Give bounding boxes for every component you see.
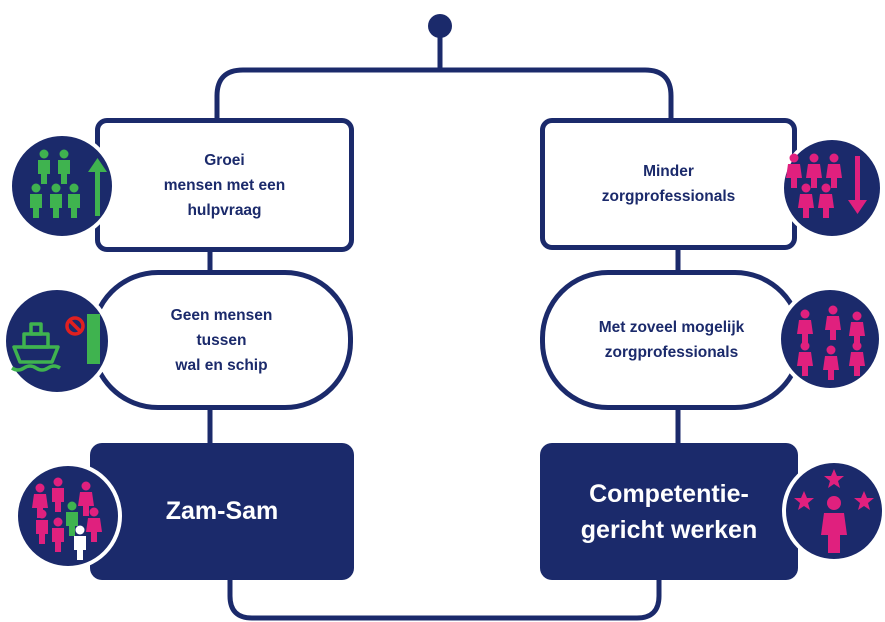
right-box-competence-label: Competentie- gericht werken [580,479,758,544]
right-box-max-professionals: Met zoveel mogelijk zorgprofessionals [540,270,803,410]
right-box-fewer-professionals-label: Minder zorgprofessionals [601,163,736,205]
people-growth-icon [8,132,116,240]
left-box-zam-sam: Zam-Sam [90,443,354,580]
left-box-no-gap: Geen mensen tussen wal en schip [90,270,353,410]
right-box-fewer-professionals: Minder zorgprofessionals [540,118,797,250]
left-box-no-gap-label: Geen mensen tussen wal en schip [170,306,273,374]
right-box-competence: Competentie- gericht werken [540,443,798,580]
people-decline-icon [780,136,884,240]
left-box-zam-sam-label: Zam-Sam [165,497,279,525]
left-box-growth-label: Groei mensen met een hulpvraag [163,151,286,219]
star-person-icon [782,459,885,563]
professionals-group-icon [777,286,883,392]
people-group-icon [14,462,122,570]
ship-no-gap-icon [2,286,112,396]
left-box-growth: Groei mensen met een hulpvraag [95,118,354,252]
right-box-max-professionals-label: Met zoveel mogelijk zorgprofessionals [598,319,745,361]
top-start-node [428,14,452,38]
